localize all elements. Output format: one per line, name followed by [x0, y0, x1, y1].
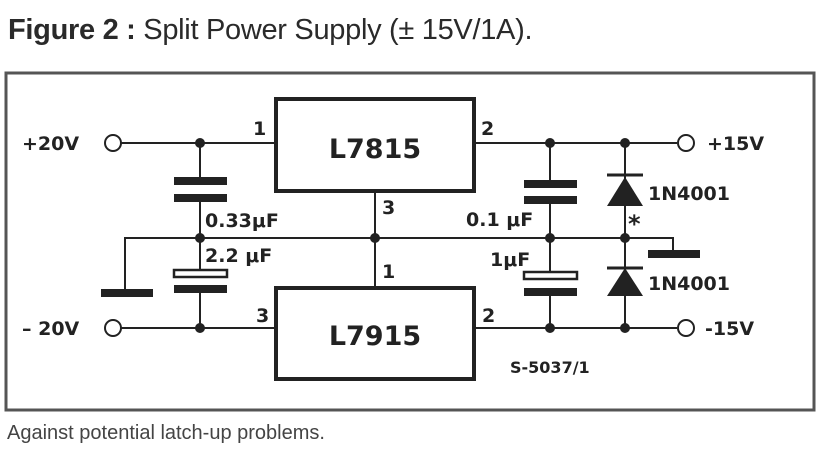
figure-caption: Against potential latch-up problems.	[7, 422, 325, 444]
terminal-pos-in	[104, 134, 122, 152]
junction-dot	[195, 138, 205, 148]
pin-7815-out: 2	[481, 118, 494, 140]
regulator-box-negative	[274, 286, 476, 381]
capacitor-c-in-neg	[172, 268, 229, 293]
label-neg-out: -15V	[705, 318, 754, 340]
label-c-out-pos: 0.1 μF	[466, 209, 533, 231]
label-diode-pos: 1N4001	[648, 183, 730, 205]
regulator-box-positive	[274, 97, 476, 193]
diagram-frame	[4, 71, 816, 412]
label-diode-note-mark: *	[628, 210, 641, 238]
pin-7915-out: 2	[482, 305, 495, 327]
pin-7815-gnd: 3	[382, 197, 395, 219]
label-c-in-pos: 0.33μF	[205, 210, 279, 232]
terminal-pos-out	[677, 134, 695, 152]
pin-7815-in: 1	[253, 118, 266, 140]
pin-7915-in: 3	[256, 305, 269, 327]
junction-dot	[620, 233, 630, 243]
label-c-in-neg: 2.2 μF	[205, 245, 272, 267]
diode-d-neg	[607, 266, 643, 296]
drawing-code: S-5037/1	[510, 358, 590, 377]
capacitor-c-out-pos	[524, 180, 577, 204]
capacitor-c-out-neg	[522, 270, 579, 296]
junction-dot	[545, 323, 555, 333]
ground-symbol-left	[101, 289, 153, 297]
junction-dot	[545, 233, 555, 243]
label-c-out-neg: 1μF	[490, 249, 530, 271]
figure-number: Figure 2 :	[8, 14, 136, 46]
label-pos-out: +15V	[707, 133, 764, 155]
junction-dot	[195, 233, 205, 243]
pin-7915-gnd: 1	[382, 261, 395, 283]
label-pos-in: +20V	[22, 133, 79, 155]
ground-symbol-right	[648, 250, 700, 258]
regulator-negative-name: L7915	[329, 321, 421, 352]
junction-dot	[545, 138, 555, 148]
label-neg-in: – 20V	[22, 318, 80, 340]
figure-title: Figure 2 : Split Power Supply (± 15V/1A)…	[8, 14, 533, 47]
junction-dot	[620, 138, 630, 148]
terminal-neg-out	[677, 319, 695, 337]
capacitor-c-in-pos	[174, 177, 227, 202]
diode-d-pos	[607, 173, 643, 206]
junction-dot	[195, 323, 205, 333]
regulator-positive-name: L7815	[329, 134, 421, 165]
wire-ground-rail	[124, 237, 674, 292]
junction-dot	[370, 233, 380, 243]
label-diode-neg: 1N4001	[648, 273, 730, 295]
figure-title-text: Split Power Supply (± 15V/1A).	[143, 14, 533, 46]
terminal-neg-in	[104, 319, 122, 337]
junction-dot	[620, 323, 630, 333]
